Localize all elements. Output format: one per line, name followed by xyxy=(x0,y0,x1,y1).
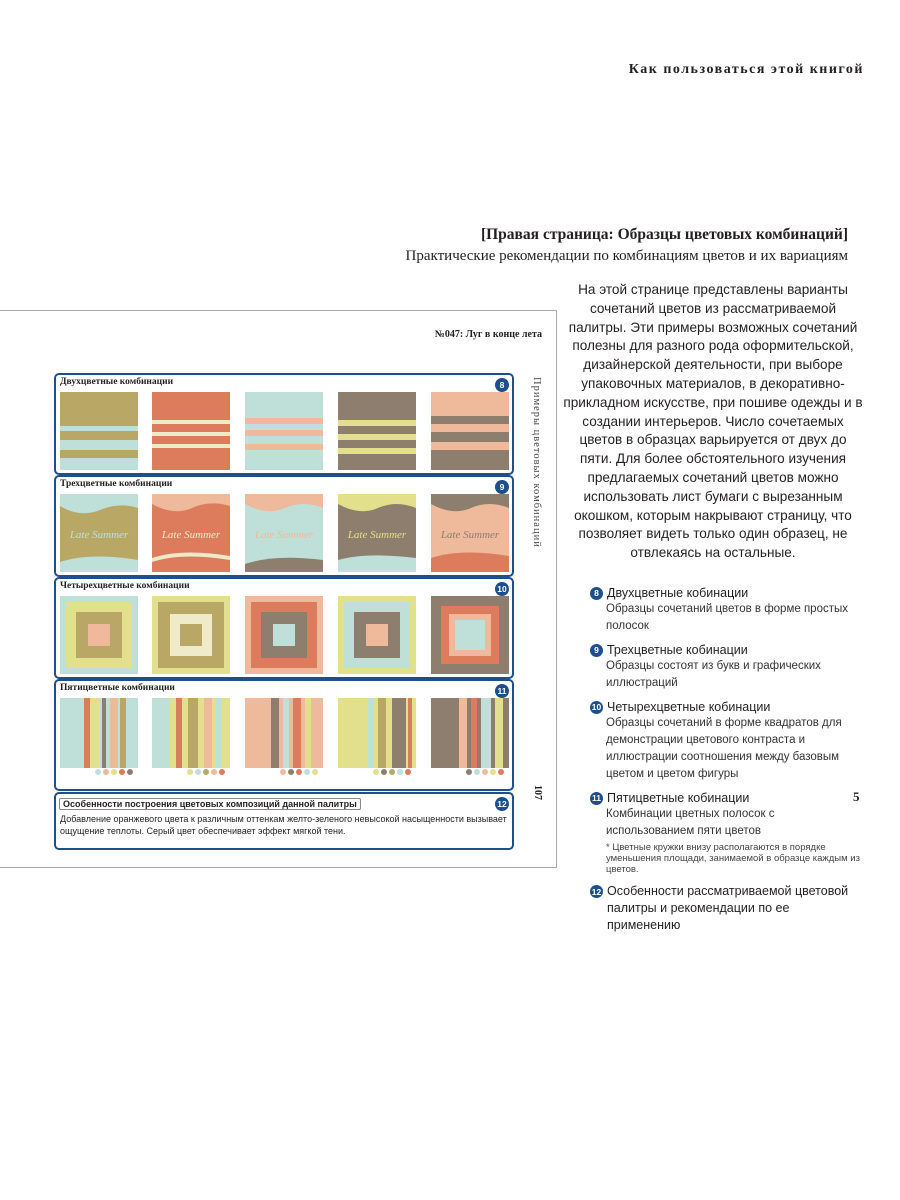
page-number: 5 xyxy=(853,789,860,804)
three-color-swatch-1: Late Summer xyxy=(60,494,138,572)
legend-item: 8 Двухцветные кобинации Образцы сочетаний… xyxy=(590,586,860,635)
two-color-swatch-2 xyxy=(152,392,230,470)
color-dots xyxy=(187,769,225,775)
legend-title: Четырехцветные кобинации xyxy=(607,700,771,714)
section-badge: 12 xyxy=(495,797,509,811)
section-badge: 11 xyxy=(495,684,509,698)
four-color-swatch-2 xyxy=(152,596,230,674)
sample-page: №047: Луг в конце лета Примеры цветовых … xyxy=(0,310,557,868)
legend-title: Двухцветные кобинации xyxy=(607,586,749,600)
legend-badge: 10 xyxy=(590,700,603,714)
legend-title: Пятицветные кобинации xyxy=(607,791,750,805)
section-title-block: [Правая страница: Образцы цветовых комби… xyxy=(406,226,848,265)
four-color-swatch-4 xyxy=(338,596,416,674)
five-color-swatch-2 xyxy=(152,698,230,768)
two-color-swatch-1 xyxy=(60,392,138,470)
five-color-swatch-3 xyxy=(245,698,323,768)
legend-title: Особенности рассматриваемой цветовой пал… xyxy=(607,884,849,932)
four-color-swatch-3 xyxy=(245,596,323,674)
four-color-swatch-5 xyxy=(431,596,509,674)
two-color-section: Двухцветные комбинации 8 xyxy=(54,373,514,475)
section-subtitle: Практические рекомендации по комбинациям… xyxy=(405,248,848,264)
three-color-swatch-4: Late Summer xyxy=(338,494,416,572)
intro-paragraph: На этой странице представлены варианты с… xyxy=(563,282,863,561)
features-text: Добавление оранжевого цвета к различным … xyxy=(60,814,507,836)
section-label: Четырехцветные комбинации xyxy=(60,581,190,591)
palette-features-section: Особенности построения цветовых композиц… xyxy=(54,792,514,850)
features-label: Особенности построения цветовых композиц… xyxy=(59,798,361,810)
section-label: Трехцветные комбинации xyxy=(60,479,173,489)
legend-title: Трехцветные кобинации xyxy=(607,643,748,657)
vertical-title: Примеры цветовых комбинаций xyxy=(531,377,542,548)
color-dots xyxy=(373,769,411,775)
running-head: Как пользоваться этой книгой xyxy=(628,62,864,77)
section-badge: 10 xyxy=(495,582,509,596)
late-summer-text: Late Summer xyxy=(161,529,221,541)
section-label: Двухцветные комбинации xyxy=(60,377,174,387)
legend-desc: Комбинации цветных полосок с использован… xyxy=(606,808,775,837)
legend-badge: 9 xyxy=(590,643,603,657)
color-dots xyxy=(95,769,133,775)
three-color-section: Трехцветные комбинации 9 Late Summer Lat… xyxy=(54,475,514,577)
late-summer-text: Late Summer xyxy=(254,529,314,541)
five-color-section: Пятицветные комбинации 11 xyxy=(54,679,514,791)
late-summer-text: Late Summer xyxy=(69,529,129,541)
legend-desc: Образцы сочетаний цветов в форме простых… xyxy=(606,603,848,632)
two-color-swatch-3 xyxy=(245,392,323,470)
two-color-swatch-4 xyxy=(338,392,416,470)
legend-badge: 11 xyxy=(590,791,603,805)
three-color-swatch-2: Late Summer xyxy=(152,494,230,572)
legend-note: * Цветные кружки внизу располагаются в п… xyxy=(606,842,860,875)
two-color-swatch-5 xyxy=(431,392,509,470)
three-color-swatch-5: Late Summer xyxy=(431,494,509,572)
five-color-swatch-4 xyxy=(338,698,416,768)
legend-desc: Образцы состоят из букв и графических ил… xyxy=(606,660,821,689)
vertical-page-number: 107 xyxy=(532,785,543,800)
four-color-section: Четырехцветные комбинации 10 xyxy=(54,577,514,679)
late-summer-text: Late Summer xyxy=(347,529,407,541)
palette-title: №047: Луг в конце лета xyxy=(434,329,542,340)
legend-item: 11 Пятицветные кобинации Комбинации цветн… xyxy=(590,791,860,875)
legend-item: 10 Четырехцветные кобинации Образцы сочет… xyxy=(590,700,860,783)
five-color-swatch-5 xyxy=(431,698,509,768)
legend-desc: Образцы сочетаний в форме квадратов для … xyxy=(606,717,842,780)
legend-badge: 8 xyxy=(590,586,603,600)
section-title: [Правая страница: Образцы цветовых комби… xyxy=(480,226,848,243)
legend: 8 Двухцветные кобинации Образцы сочетаний… xyxy=(590,586,860,942)
section-label: Пятицветные комбинации xyxy=(60,683,175,693)
legend-badge: 12 xyxy=(590,885,603,898)
four-color-swatch-1 xyxy=(60,596,138,674)
section-badge: 9 xyxy=(495,480,509,494)
legend-item: 9 Трехцветные кобинации Образцы состоят и… xyxy=(590,643,860,692)
legend-item: 12 Особенности рассматриваемой цветовой п… xyxy=(590,883,860,934)
section-badge: 8 xyxy=(495,378,509,392)
color-dots xyxy=(280,769,318,775)
five-color-swatch-1 xyxy=(60,698,138,768)
color-dots xyxy=(466,769,504,775)
three-color-swatch-3: Late Summer xyxy=(245,494,323,572)
late-summer-text: Late Summer xyxy=(440,529,500,541)
